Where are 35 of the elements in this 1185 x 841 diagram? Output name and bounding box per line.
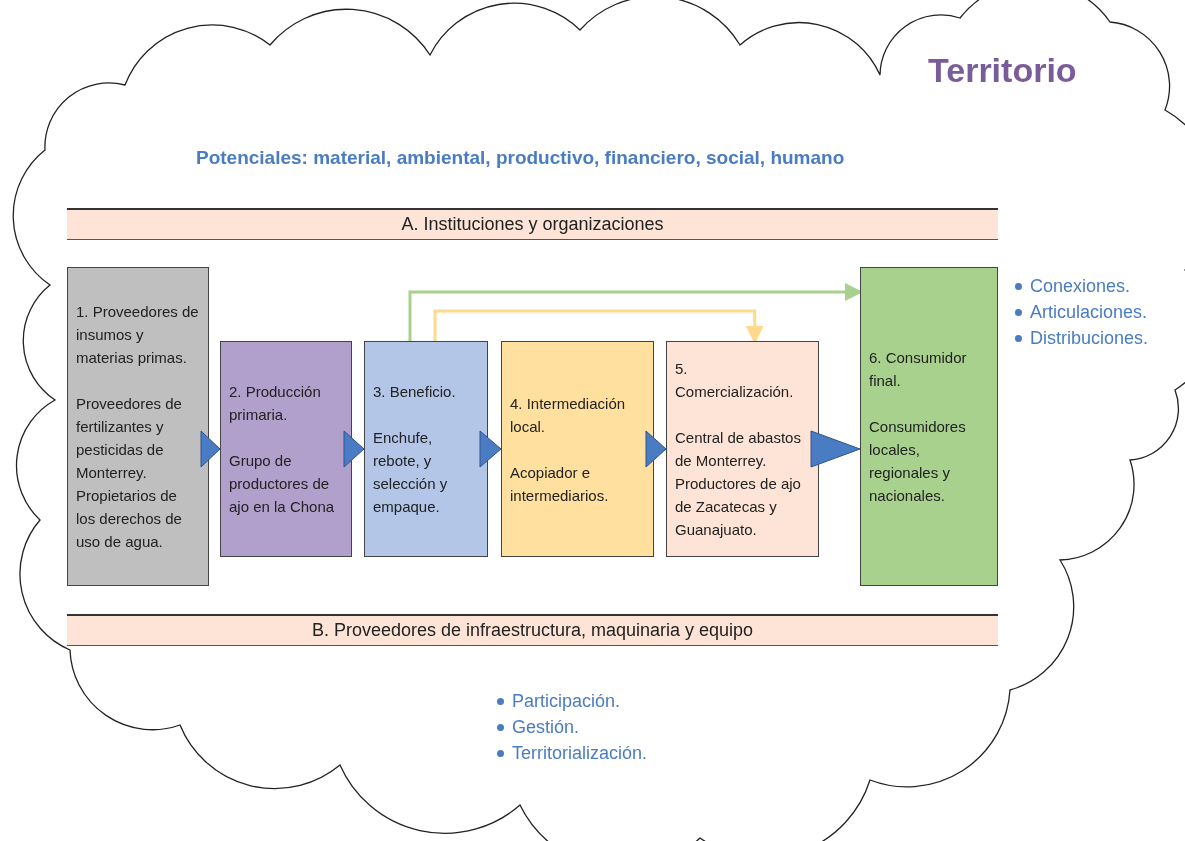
- arrow: [645, 430, 667, 468]
- process-box: [666, 341, 819, 557]
- arrow: [200, 430, 221, 468]
- box-heading: 4. Intermediación local.: [510, 393, 627, 437]
- box-text: Grupo de productores de ajo en la Chona: [229, 451, 336, 517]
- box-heading: 2. Producción primaria.: [229, 382, 322, 425]
- band: [67, 614, 998, 646]
- box-text: Central de abastos de Monterrey. Productores de ajo de Zacatecas y Guanajuato.: [675, 428, 802, 540]
- box-text: Enchufe, rebote, y selección y empaque.: [373, 428, 449, 517]
- band-label: A. Instituciones y organizaciones: [401, 213, 664, 236]
- bullet-item: Territorialización.: [512, 742, 648, 765]
- bullet-item: Gestión.: [512, 716, 580, 739]
- process-box: [67, 267, 209, 586]
- bullet-item: Distribuciones.: [1030, 327, 1149, 350]
- bullet-item: Participación.: [512, 690, 621, 713]
- process-box: [364, 341, 488, 557]
- bullet-item: Conexiones.: [1030, 275, 1131, 298]
- heading-text: Potenciales: material, ambiental, productivo, financiero, social, humano: [196, 146, 845, 170]
- box-heading: 3. Beneficio.: [373, 382, 457, 402]
- box-heading: 6. Consumidor final.: [869, 348, 968, 391]
- arrow: [479, 430, 502, 468]
- box-heading: 5. Comercialización.: [675, 359, 795, 402]
- process-box: [220, 341, 352, 557]
- bullet-item: Articulaciones.: [1030, 301, 1148, 324]
- box-text: Proveedores de fertilizantes y pesticidas de Monterrey. Propietarios de los derechos de uso de agua.: [76, 394, 183, 552]
- box-text: Acopiador e intermediarios.: [510, 462, 610, 506]
- process-box: [860, 267, 998, 586]
- band-label: B. Proveedores de infraestructura, maquinaria y equipo: [311, 619, 754, 642]
- box-heading: 1. Proveedores de insumos y materias primas.: [76, 302, 200, 368]
- band: [67, 208, 998, 240]
- process-box: [501, 341, 654, 557]
- arrow: [810, 430, 861, 468]
- title: Territorio: [928, 50, 1077, 90]
- arrow: [343, 430, 365, 468]
- box-text: Consumidores locales, regionales y nacionales.: [869, 417, 967, 506]
